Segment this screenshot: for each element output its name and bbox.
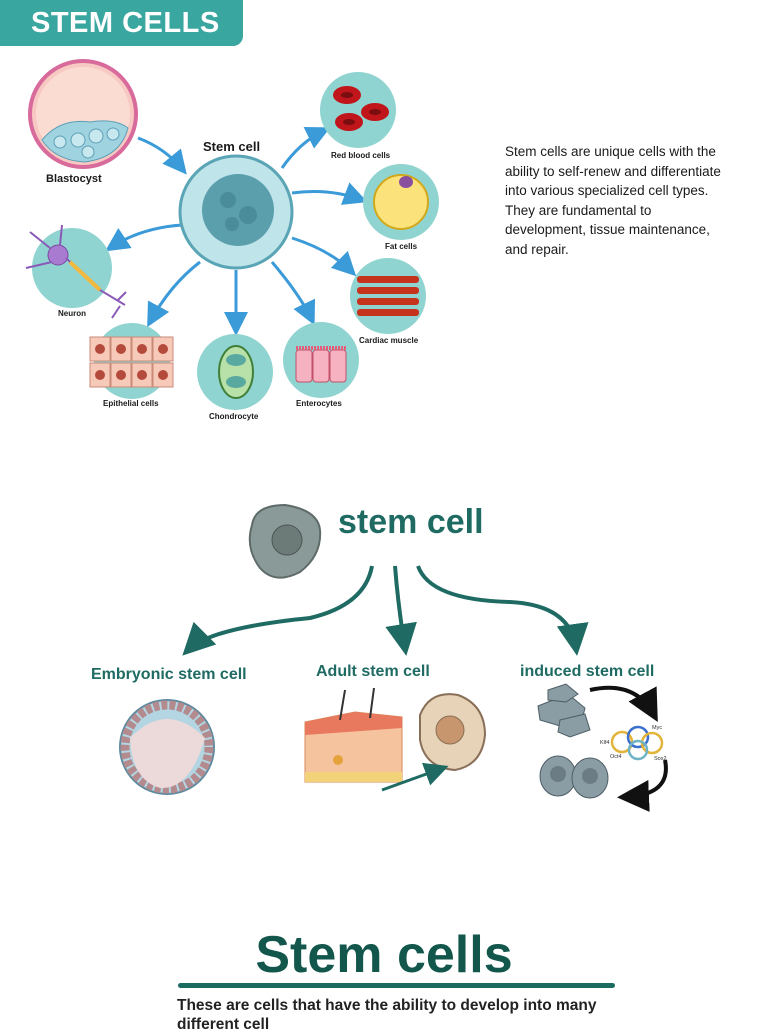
red-blood-cells-label: Red blood cells bbox=[331, 151, 391, 160]
diagram2-title: stem cell bbox=[338, 503, 484, 541]
chondrocyte-label: Chondrocyte bbox=[209, 412, 259, 421]
embryonic-cell-illustration bbox=[119, 699, 215, 795]
induced-cells-top-illustration bbox=[537, 683, 591, 738]
factor-klf4: Klf4 bbox=[600, 740, 609, 746]
embryonic-stem-cell-label: Embryonic stem cell bbox=[91, 666, 247, 683]
epithelial-cells-illustration bbox=[89, 323, 174, 399]
differentiation-arrows bbox=[105, 126, 368, 336]
poster-text: These are cells that have the ability to… bbox=[177, 997, 597, 1033]
factor-oct4: Oct4 bbox=[610, 754, 622, 760]
adult-skin-illustration bbox=[304, 687, 403, 783]
poster-title: Stem cells bbox=[255, 926, 513, 984]
page-title-banner: STEM CELLS bbox=[0, 0, 243, 46]
stem-cell-illustration bbox=[178, 154, 294, 270]
induced-arrow-top bbox=[589, 685, 658, 723]
neuron-illustration bbox=[25, 224, 127, 319]
cardiac-muscle-label: Cardiac muscle bbox=[359, 336, 419, 345]
enterocytes-label: Enterocytes bbox=[296, 399, 342, 408]
induced-stem-cell-label: induced stem cell bbox=[520, 663, 655, 680]
center-stem-cell-label: Stem cell bbox=[203, 139, 261, 154]
factor-sox2: Sox2 bbox=[654, 756, 667, 762]
cardiac-muscle-illustration bbox=[350, 258, 426, 334]
adult-arrow bbox=[381, 762, 449, 792]
adult-cell-illustration bbox=[419, 693, 487, 772]
poster-divider bbox=[178, 983, 615, 988]
stem-cell-2-illustration bbox=[248, 503, 322, 579]
enterocytes-illustration bbox=[283, 322, 359, 398]
reprogramming-factors-illustration bbox=[610, 725, 664, 761]
induced-cells-bottom-illustration bbox=[539, 755, 609, 799]
description-text: Stem cells are unique cells with the abi… bbox=[505, 144, 721, 257]
blastocyst-illustration bbox=[28, 59, 138, 169]
fat-cells-label: Fat cells bbox=[385, 242, 418, 251]
red-blood-cells-illustration bbox=[320, 72, 396, 148]
adult-stem-cell-label: Adult stem cell bbox=[316, 663, 430, 680]
chondrocyte-illustration bbox=[197, 334, 273, 410]
induced-arrow-bottom bbox=[617, 759, 668, 812]
fat-cells-illustration bbox=[363, 164, 439, 240]
blastocyst-label: Blastocyst bbox=[46, 173, 102, 185]
factor-myc: Myc bbox=[652, 725, 662, 731]
epithelial-cells-label: Epithelial cells bbox=[103, 399, 159, 408]
branch-arrows bbox=[182, 565, 589, 656]
neuron-label: Neuron bbox=[58, 309, 86, 318]
